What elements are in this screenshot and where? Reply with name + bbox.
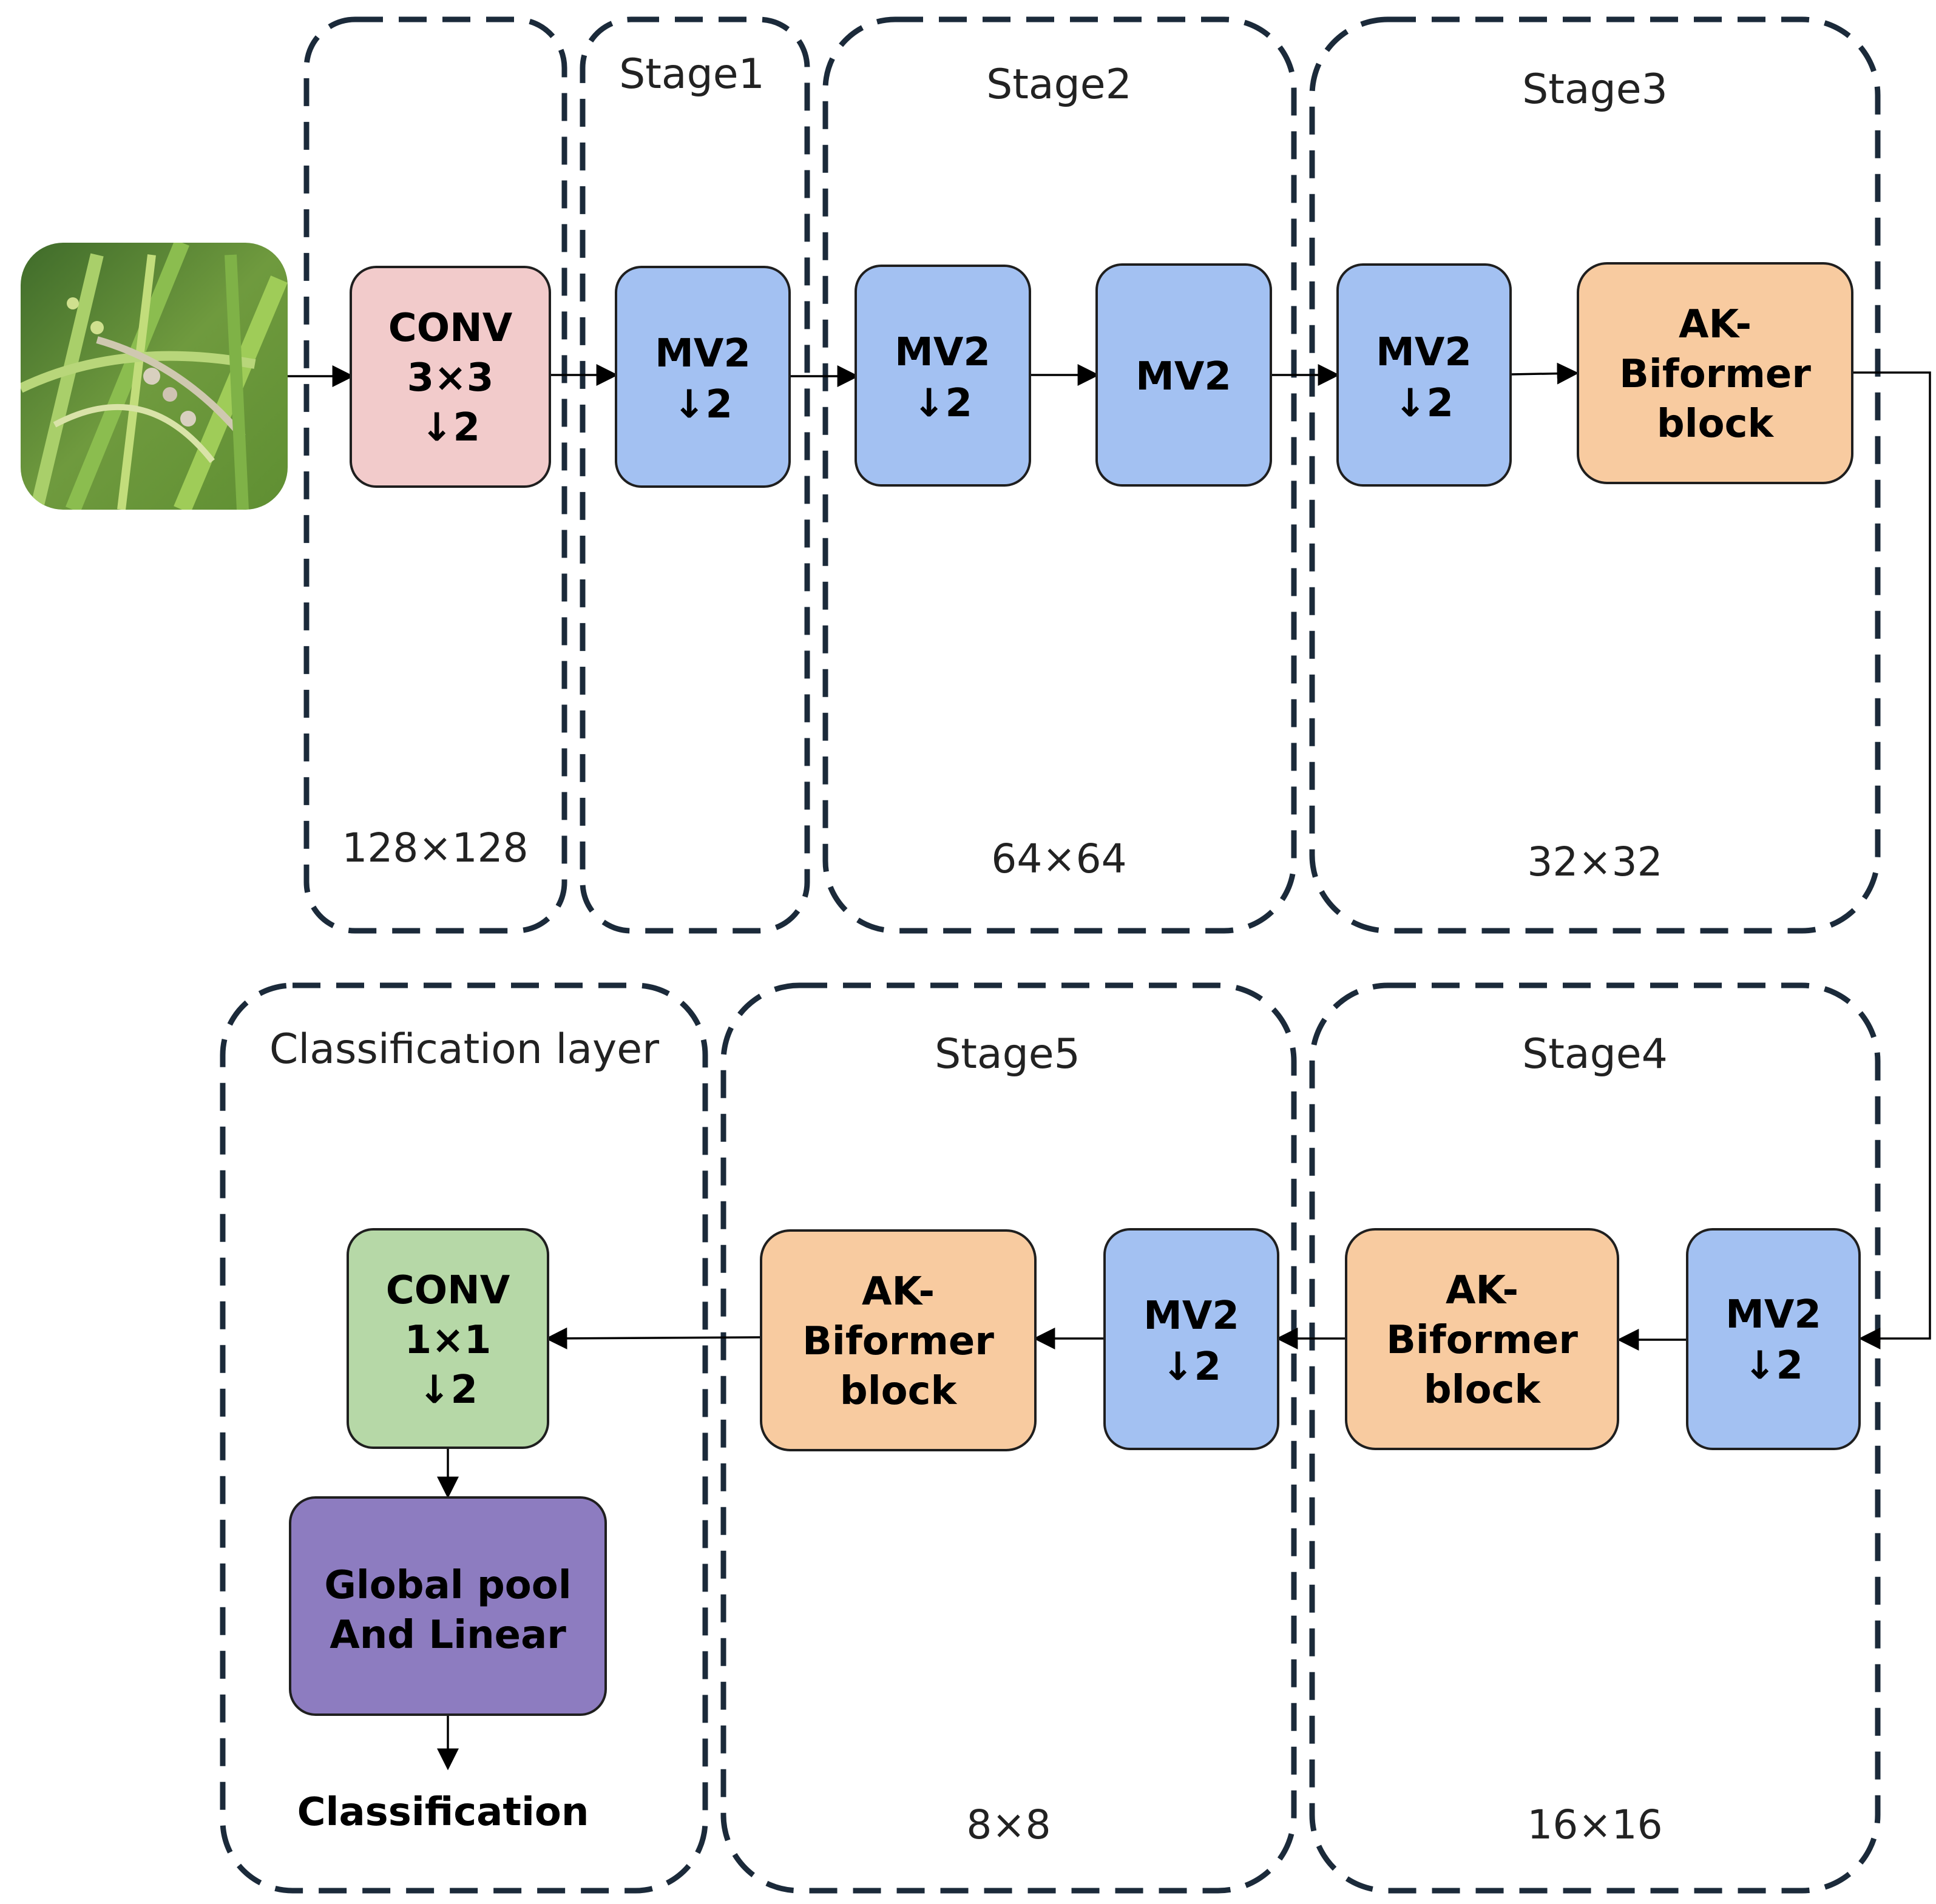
arrow-s3-mv2-to-bif xyxy=(1510,362,1579,385)
stage2-mv2-b-block: MV2 xyxy=(1095,263,1272,487)
conv1x1-block: CONV 1×1 ↓2 xyxy=(347,1228,549,1449)
stage3-title: Stage3 xyxy=(1522,66,1668,113)
stage4-title: Stage4 xyxy=(1522,1030,1668,1078)
conv1x1-line-3: ↓2 xyxy=(418,1368,478,1413)
stage1-title: Stage1 xyxy=(619,50,765,98)
stage4-biformer-line-1: AK- xyxy=(1446,1268,1518,1313)
stage5-biformer-line-1: AK- xyxy=(862,1269,935,1314)
stage2-dims: 64×64 xyxy=(991,836,1126,882)
stage1-mv2-line-2: ↓2 xyxy=(673,382,733,427)
stage5-mv2-block: MV2 ↓2 xyxy=(1103,1228,1279,1450)
stage3-dims: 32×32 xyxy=(1527,839,1662,885)
stage5-mv2-line-2: ↓2 xyxy=(1162,1345,1221,1389)
stage3-biformer-line-1: AK- xyxy=(1679,302,1752,347)
stage2-title: Stage2 xyxy=(986,61,1132,109)
stage3-biformer-block: AK- Biformer block xyxy=(1577,262,1853,484)
stage1-mv2-line-1: MV2 xyxy=(655,331,751,376)
conv1x1-line-2: 1×1 xyxy=(405,1318,492,1363)
stage2-mv2-a-block: MV2 ↓2 xyxy=(855,265,1031,487)
stage4-mv2-line-2: ↓2 xyxy=(1744,1343,1803,1388)
global-pool-line-1: Global pool xyxy=(324,1563,571,1608)
stage3-biformer-line-2: Biformer xyxy=(1619,352,1811,397)
stage5-biformer-line-2: Biformer xyxy=(802,1319,994,1364)
stage5-dims: 8×8 xyxy=(966,1801,1051,1848)
global-pool-linear-block: Global pool And Linear xyxy=(289,1496,607,1716)
stage2-mv2-a-line-1: MV2 xyxy=(895,330,990,375)
stage4-dims: 16×16 xyxy=(1527,1801,1662,1848)
classification-output-label: Classification xyxy=(297,1790,589,1835)
stage2-mv2-b-line-1: MV2 xyxy=(1136,354,1231,399)
global-pool-line-2: And Linear xyxy=(330,1613,566,1658)
conv3x3-line-3: ↓2 xyxy=(421,405,480,450)
stage5-mv2-line-1: MV2 xyxy=(1143,1294,1239,1339)
stage5-group-frame xyxy=(720,982,1297,1894)
arrow-s3-to-s4 xyxy=(1852,371,1931,1349)
conv3x3-block: CONV 3×3 ↓2 xyxy=(350,266,551,488)
conv3x3-line-2: 3×3 xyxy=(407,356,494,400)
stage5-title: Stage5 xyxy=(935,1030,1080,1078)
stage4-biformer-line-3: block xyxy=(1424,1368,1542,1413)
stage1-group-frame xyxy=(580,16,810,934)
stage3-group-frame xyxy=(1309,16,1881,934)
stage1-mv2-block: MV2 ↓2 xyxy=(615,266,791,488)
stage2-group-frame xyxy=(822,16,1297,934)
stage3-mv2-block: MV2 ↓2 xyxy=(1336,263,1512,487)
rice-plant-photo xyxy=(21,243,288,510)
stage2-mv2-a-line-2: ↓2 xyxy=(913,381,972,426)
stage4-biformer-block: AK- Biformer block xyxy=(1345,1228,1619,1450)
stage5-biformer-line-3: block xyxy=(840,1369,958,1414)
stem-dims: 128×128 xyxy=(342,825,528,871)
stage4-biformer-line-2: Biformer xyxy=(1386,1318,1578,1363)
arrow-s5-to-conv1 xyxy=(545,1327,762,1349)
stage3-mv2-line-1: MV2 xyxy=(1376,330,1472,375)
classifier-group-frame xyxy=(220,982,708,1894)
conv3x3-line-1: CONV xyxy=(388,306,513,351)
stage3-mv2-line-2: ↓2 xyxy=(1394,381,1454,426)
stage4-mv2-line-1: MV2 xyxy=(1725,1292,1821,1337)
classifier-title: Classification layer xyxy=(269,1025,659,1073)
stem-group-frame xyxy=(303,16,567,934)
stage5-biformer-block: AK- Biformer block xyxy=(760,1229,1037,1451)
stage4-mv2-block: MV2 ↓2 xyxy=(1686,1228,1861,1450)
stage3-biformer-line-3: block xyxy=(1657,402,1775,447)
conv1x1-line-1: CONV xyxy=(386,1268,510,1313)
